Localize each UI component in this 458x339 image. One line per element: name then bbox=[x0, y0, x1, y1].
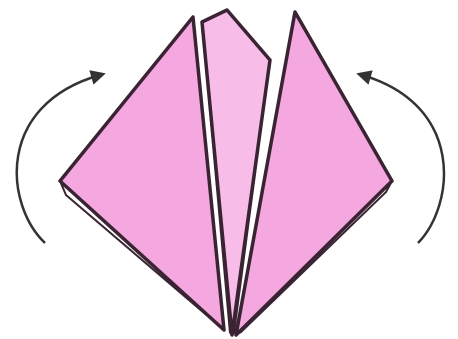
paper-bottom-point bbox=[230, 331, 235, 336]
paper-left-flap bbox=[60, 17, 224, 330]
